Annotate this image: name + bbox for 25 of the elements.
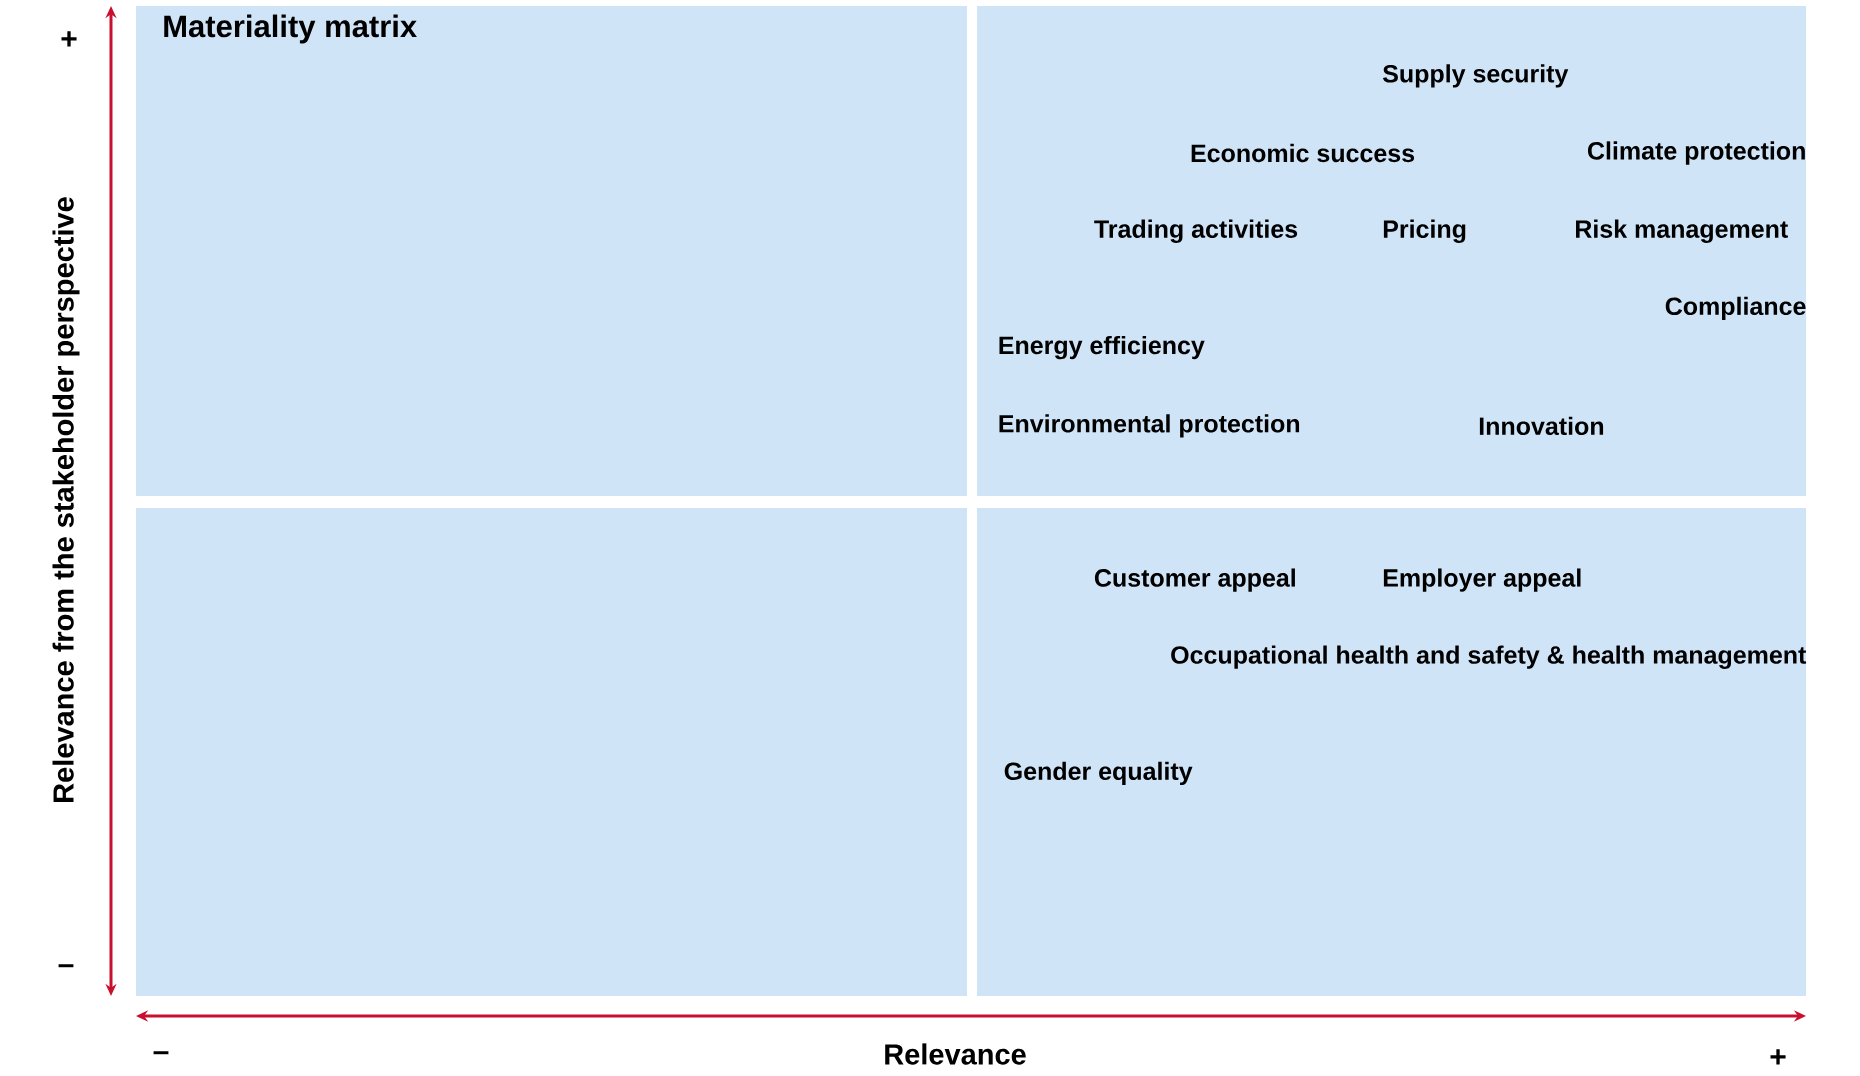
topic-label: Occupational health and safety & health management <box>1171 645 1807 669</box>
quadrant-box <box>977 6 1807 496</box>
minus-sign: – <box>58 964 74 968</box>
topic-label: Pricing <box>1383 219 1466 243</box>
minus-sign: – <box>153 1051 169 1055</box>
quadrant-box <box>136 508 967 996</box>
topic-label: Risk management <box>1576 219 1788 243</box>
topic-label: Climate protection <box>1587 141 1805 165</box>
topic-label: Trading activities <box>1094 219 1298 243</box>
topic-label: Environmental protection <box>999 414 1300 438</box>
axis-title: Relevance from the stakeholder perspective <box>52 197 80 802</box>
topic-label: Supply security <box>1382 64 1569 88</box>
topic-label: Employer appeal <box>1383 568 1581 592</box>
quadrant-box <box>136 6 967 496</box>
topic-label: Energy efficiency <box>999 335 1205 360</box>
quadrant-box <box>977 508 1807 996</box>
topic-label: Economic success <box>1191 143 1415 163</box>
axis-title: Relevance <box>885 1043 1026 1065</box>
topic-label: Gender equality <box>1004 761 1193 786</box>
topic-label: Customer appeal <box>1094 568 1295 592</box>
topic-label: Innovation <box>1479 416 1604 436</box>
plus-sign: + <box>1770 1049 1786 1065</box>
chart-title: Materiality matrix <box>164 14 417 44</box>
topic-label: Compliance <box>1665 296 1806 321</box>
plus-sign: + <box>61 31 77 47</box>
